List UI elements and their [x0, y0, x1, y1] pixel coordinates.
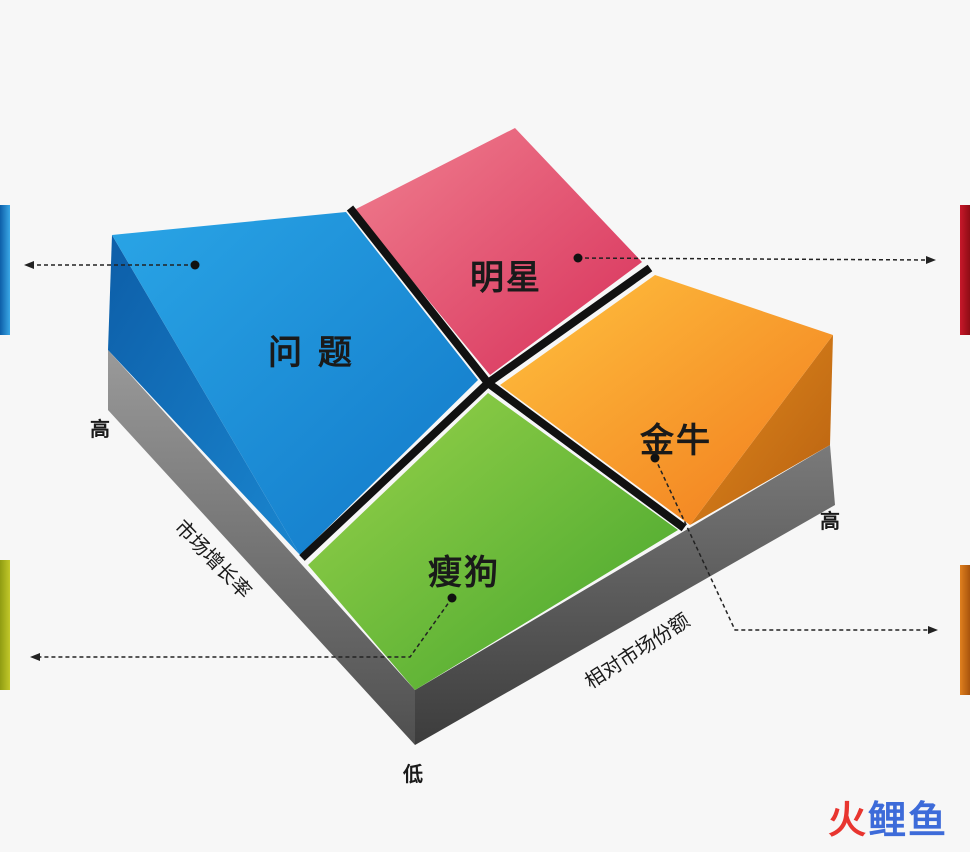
- dog-quadrant: [308, 393, 678, 690]
- question-side-face: [108, 235, 300, 555]
- callout-line-cash-cow: [654, 457, 930, 631]
- side-bar-blue: [0, 205, 10, 335]
- cash-cow-label: 金牛: [640, 421, 712, 461]
- base-left-face: [108, 350, 415, 745]
- side-bar-red: [960, 205, 970, 335]
- question-label: 问 题: [268, 333, 354, 373]
- divider-line: [299, 380, 491, 561]
- callout-dot: [447, 593, 457, 603]
- watermark-part1: 火: [827, 798, 868, 842]
- callout-line-star: [577, 257, 929, 261]
- star-quadrant: [354, 128, 642, 375]
- callout-line-dog: [40, 597, 453, 658]
- callout-dot: [573, 253, 583, 263]
- arrow-head: [30, 653, 40, 661]
- callout-dot: [190, 260, 200, 270]
- divider-line: [485, 264, 653, 387]
- callout-dot: [650, 453, 660, 463]
- arrow-head: [926, 256, 936, 264]
- arrow-head: [928, 626, 938, 634]
- arrow-head: [24, 261, 34, 269]
- side-bar-green: [0, 560, 10, 690]
- question-quadrant: [112, 212, 478, 555]
- star-label: 明星: [470, 258, 542, 298]
- watermark-part2: 鲤鱼: [867, 798, 948, 842]
- cash-cow-quadrant: [500, 275, 833, 525]
- watermark-logo: 火鲤鱼: [828, 789, 948, 844]
- side-bar-orange: [960, 565, 970, 695]
- axis-low-label: 低: [403, 762, 423, 786]
- share-axis-high-label: 高: [820, 509, 840, 533]
- divider-line: [485, 379, 687, 532]
- base-right-face: [415, 445, 835, 745]
- divider-line: [346, 205, 492, 386]
- growth-axis-high-label: 高: [90, 417, 110, 441]
- dog-label: 瘦狗: [428, 553, 500, 593]
